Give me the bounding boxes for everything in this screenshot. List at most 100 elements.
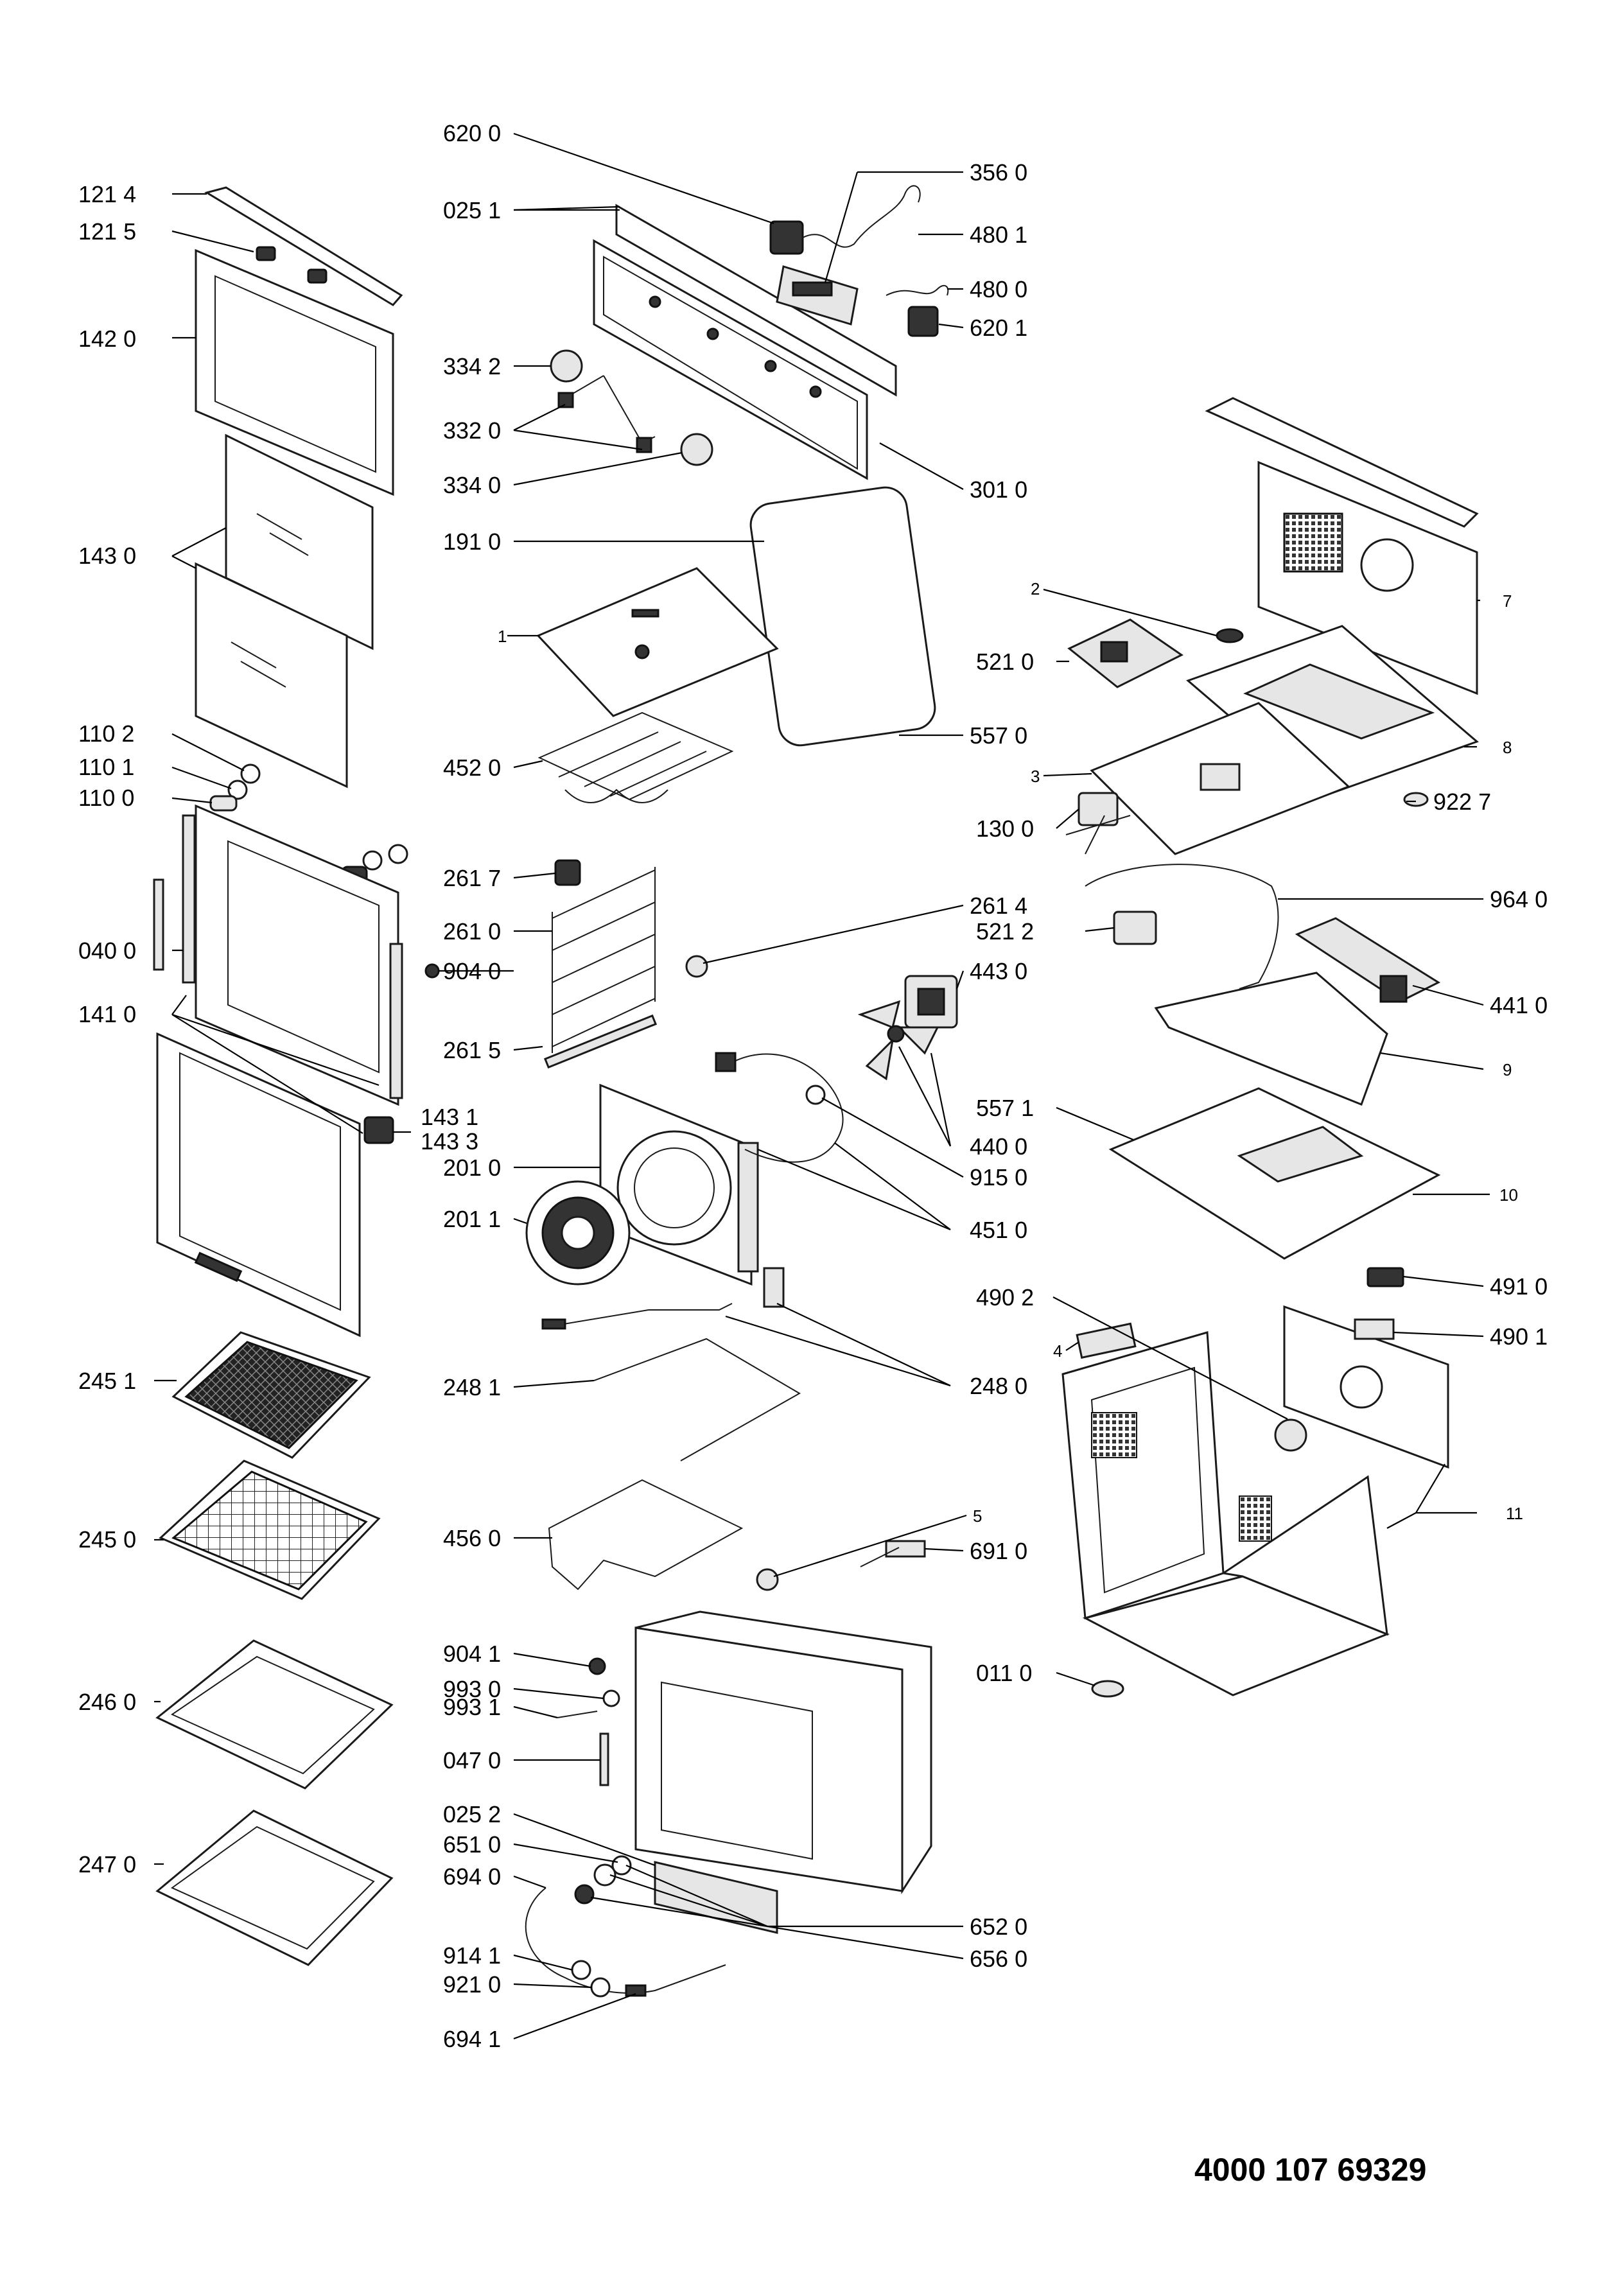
- bracket-261-7: [554, 859, 581, 886]
- label-246-0: 246 0: [78, 1689, 136, 1715]
- label-4: 4: [1053, 1341, 1062, 1361]
- label-922-7: 922 7: [1433, 789, 1491, 815]
- small-parts-cavity: [557, 1657, 632, 1905]
- pipe-964-0: [1085, 864, 1279, 989]
- label-332-0: 332 0: [443, 417, 501, 444]
- label-110-0: 110 0: [78, 785, 134, 811]
- air-duct-9: [1154, 972, 1388, 1106]
- label-301-0: 301 0: [970, 476, 1027, 503]
- label-247-0: 247 0: [78, 1851, 136, 1878]
- label-1: 1: [498, 627, 507, 646]
- inner-glass-143-0: [195, 433, 374, 789]
- knob-261-4: [685, 955, 708, 978]
- label-490-2: 490 2: [976, 1284, 1034, 1311]
- label-121-5: 121 5: [78, 218, 136, 245]
- grommet-490-2: [1274, 1418, 1307, 1452]
- top-shield-1: [536, 567, 779, 717]
- label-451-0: 451 0: [970, 1217, 1027, 1243]
- foot-011-0: [1091, 1680, 1124, 1698]
- baking-tray-246-0: [155, 1639, 394, 1790]
- label-025-2: 025 2: [443, 1801, 501, 1827]
- label-040-0: 040 0: [78, 937, 136, 964]
- label-201-0: 201 0: [443, 1155, 501, 1181]
- label-245-1: 245 1: [78, 1368, 136, 1394]
- label-904-0: 904 0: [443, 958, 501, 984]
- label-480-1: 480 1: [970, 222, 1027, 248]
- selector-switch-620-0: [769, 220, 939, 337]
- document-number: 4000 107 69329: [1194, 2152, 1426, 2188]
- wire-rack-245-1: [171, 1331, 371, 1459]
- screw-904-0: [424, 963, 440, 979]
- knob-shaft-332-0: [557, 375, 656, 453]
- label-694-1: 694 1: [443, 2026, 501, 2052]
- label-620-1: 620 1: [970, 315, 1027, 341]
- door-glass-142-0: [195, 248, 394, 496]
- relay-2: [1216, 628, 1244, 643]
- label-334-2: 334 2: [443, 353, 501, 379]
- fan-cover-201-0: [599, 1083, 759, 1286]
- nut-915-0: [805, 1085, 826, 1105]
- cover-plate-3: [1090, 702, 1350, 855]
- label-694-0: 694 0: [443, 1863, 501, 1890]
- label-201-1: 201 1: [443, 1206, 501, 1232]
- label-261-0: 261 0: [443, 918, 501, 945]
- lower-element-456-0: [548, 1479, 744, 1591]
- label-993-0: 993 0: [443, 1676, 501, 1702]
- leader-lines: [154, 132, 1490, 2040]
- thermostat-130-0: [1065, 792, 1131, 855]
- cooling-fan-441-0: [1295, 917, 1441, 1003]
- label-261-4: 261 4: [970, 893, 1027, 919]
- label-521-0: 521 0: [976, 649, 1034, 675]
- control-panel-301-0: [593, 204, 897, 480]
- label-334-0: 334 0: [443, 472, 501, 498]
- label-921-0: 921 0: [443, 1971, 501, 1998]
- label-440-0: 440 0: [970, 1133, 1027, 1160]
- grommet-922-7: [1403, 792, 1429, 807]
- label-356-0: 356 0: [970, 159, 1027, 186]
- label-7: 7: [1503, 591, 1512, 611]
- back-panel-7: [1205, 397, 1479, 695]
- label-261-7: 261 7: [443, 865, 501, 891]
- top-panel-10: [1108, 1087, 1441, 1260]
- label-143-3: 143 3: [421, 1128, 478, 1155]
- label-2: 2: [1031, 579, 1040, 598]
- housing-11: [1061, 1331, 1390, 1696]
- label-443-0: 443 0: [970, 958, 1027, 984]
- display-board-356-0: [776, 265, 859, 326]
- label-9: 9: [1503, 1060, 1512, 1079]
- label-620-0: 620 0: [443, 120, 501, 146]
- label-651-0: 651 0: [443, 1831, 501, 1858]
- label-8: 8: [1503, 738, 1512, 757]
- outer-door-frame-040-0: [153, 804, 403, 1106]
- fan-motor-443-0: [904, 975, 958, 1029]
- label-245-0: 245 0: [78, 1526, 136, 1553]
- door-panel-141-0: [156, 1032, 361, 1338]
- label-248-1: 248 1: [443, 1374, 501, 1400]
- label-011-0: 011 0: [976, 1660, 1032, 1686]
- lamp-5: [756, 1568, 779, 1591]
- clip-121-5: [256, 246, 327, 284]
- wiring-480: [802, 185, 949, 296]
- label-5: 5: [973, 1506, 982, 1526]
- label-964-0: 964 0: [1490, 886, 1548, 912]
- label-480-0: 480 0: [970, 276, 1027, 302]
- label-915-0: 915 0: [970, 1164, 1027, 1190]
- oven-cavity: [634, 1610, 932, 1934]
- label-441-0: 441 0: [1490, 992, 1548, 1018]
- label-130-0: 130 0: [976, 815, 1034, 842]
- label-490-1: 490 1: [1490, 1323, 1548, 1350]
- panel-490-1: [1283, 1305, 1449, 1469]
- fan-blade-440-0: [857, 1000, 939, 1081]
- label-904-1: 904 1: [443, 1641, 501, 1667]
- gasket-191-0: [749, 486, 936, 747]
- label-047-0: 047 0: [443, 1747, 501, 1774]
- label-121-4: 121 4: [78, 181, 136, 207]
- element-248-1: [593, 1338, 801, 1461]
- label-456-0: 456 0: [443, 1525, 501, 1551]
- label-491-0: 491 0: [1490, 1273, 1548, 1300]
- label-993-1: 993 1: [443, 1694, 501, 1720]
- label-143-1: 143 1: [421, 1104, 478, 1130]
- label-11: 11: [1506, 1504, 1523, 1523]
- knob-334: [550, 349, 713, 466]
- label-521-2: 521 2: [976, 918, 1034, 945]
